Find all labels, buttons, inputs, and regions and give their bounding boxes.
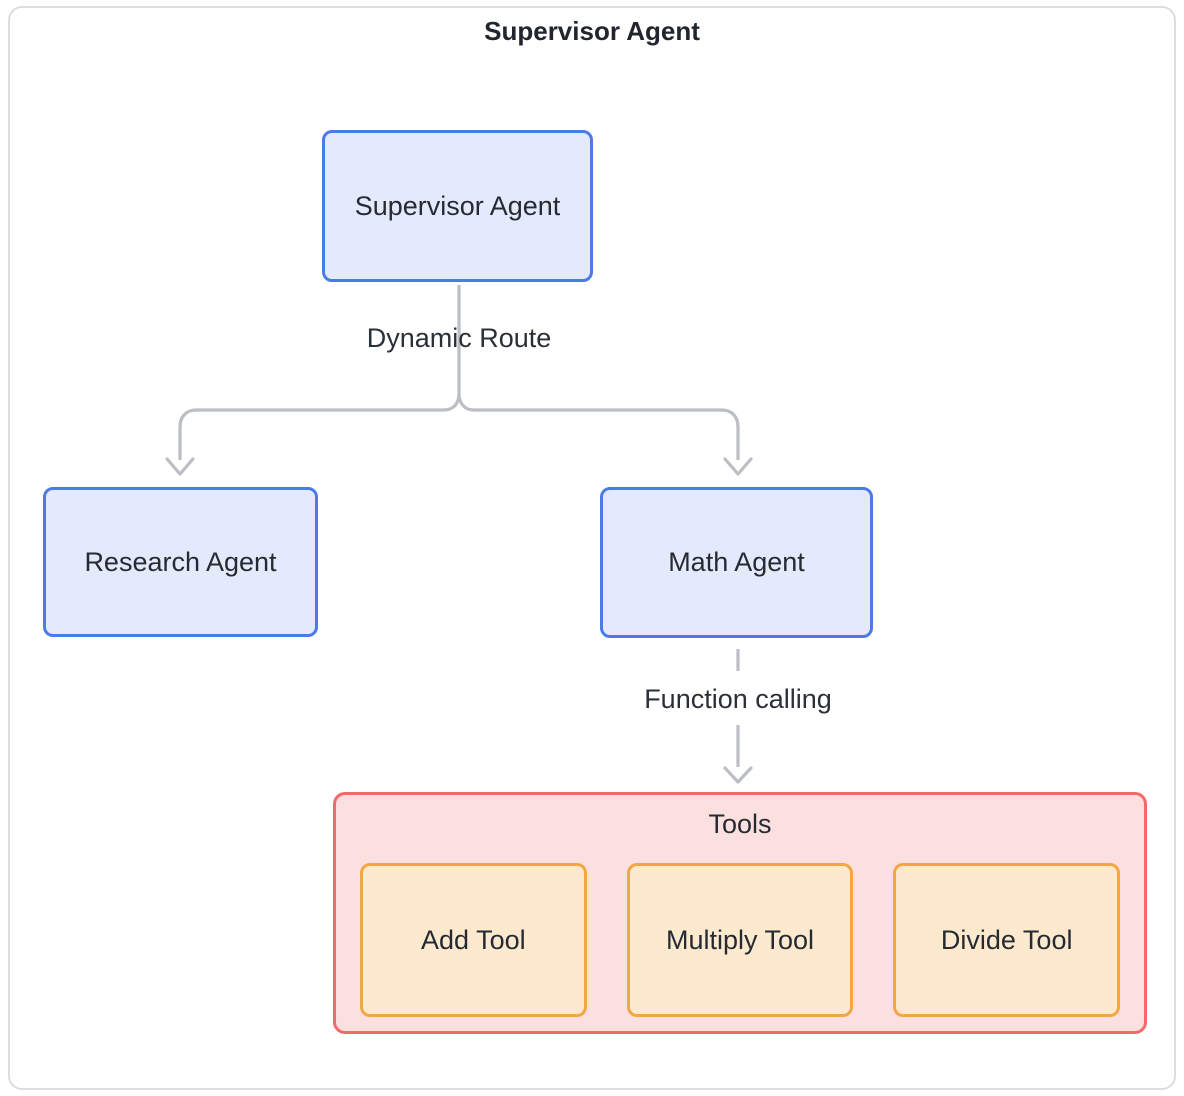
node-divide-tool: Divide Tool	[893, 863, 1121, 1017]
tools-group-title: Tools	[708, 809, 772, 839]
diagram-title: Supervisor Agent	[484, 16, 700, 46]
edge-split-left	[178, 392, 461, 460]
node-multiply-tool: Multiply Tool	[626, 863, 854, 1017]
node-multiply-tool-label: Multiply Tool	[665, 924, 815, 955]
tools-group: Tools Add Tool Multiply Tool Divide Tool	[333, 792, 1147, 1034]
node-add-tool: Add Tool	[360, 863, 587, 1017]
tools-row: Add Tool Multiply Tool Divide Tool	[360, 863, 1121, 1017]
node-research-agent: Research Agent	[43, 487, 318, 637]
node-add-tool-label: Add Tool	[421, 924, 526, 955]
arrowhead-math-icon	[723, 457, 753, 476]
node-divide-tool-label: Divide Tool	[940, 924, 1073, 955]
node-research-agent-label: Research Agent	[84, 546, 277, 577]
node-supervisor-agent: Supervisor Agent	[322, 130, 593, 282]
edge-label-function-calling: Function calling	[644, 684, 832, 714]
node-math-agent: Math Agent	[600, 487, 873, 638]
arrowhead-tools-icon	[723, 766, 753, 784]
node-supervisor-agent-label: Supervisor Agent	[354, 190, 561, 221]
node-math-agent-label: Math Agent	[668, 547, 805, 577]
edge-label-dynamic-route: Dynamic Route	[366, 323, 552, 353]
edge-split-right	[457, 392, 740, 460]
arrowhead-research-icon	[165, 457, 195, 476]
